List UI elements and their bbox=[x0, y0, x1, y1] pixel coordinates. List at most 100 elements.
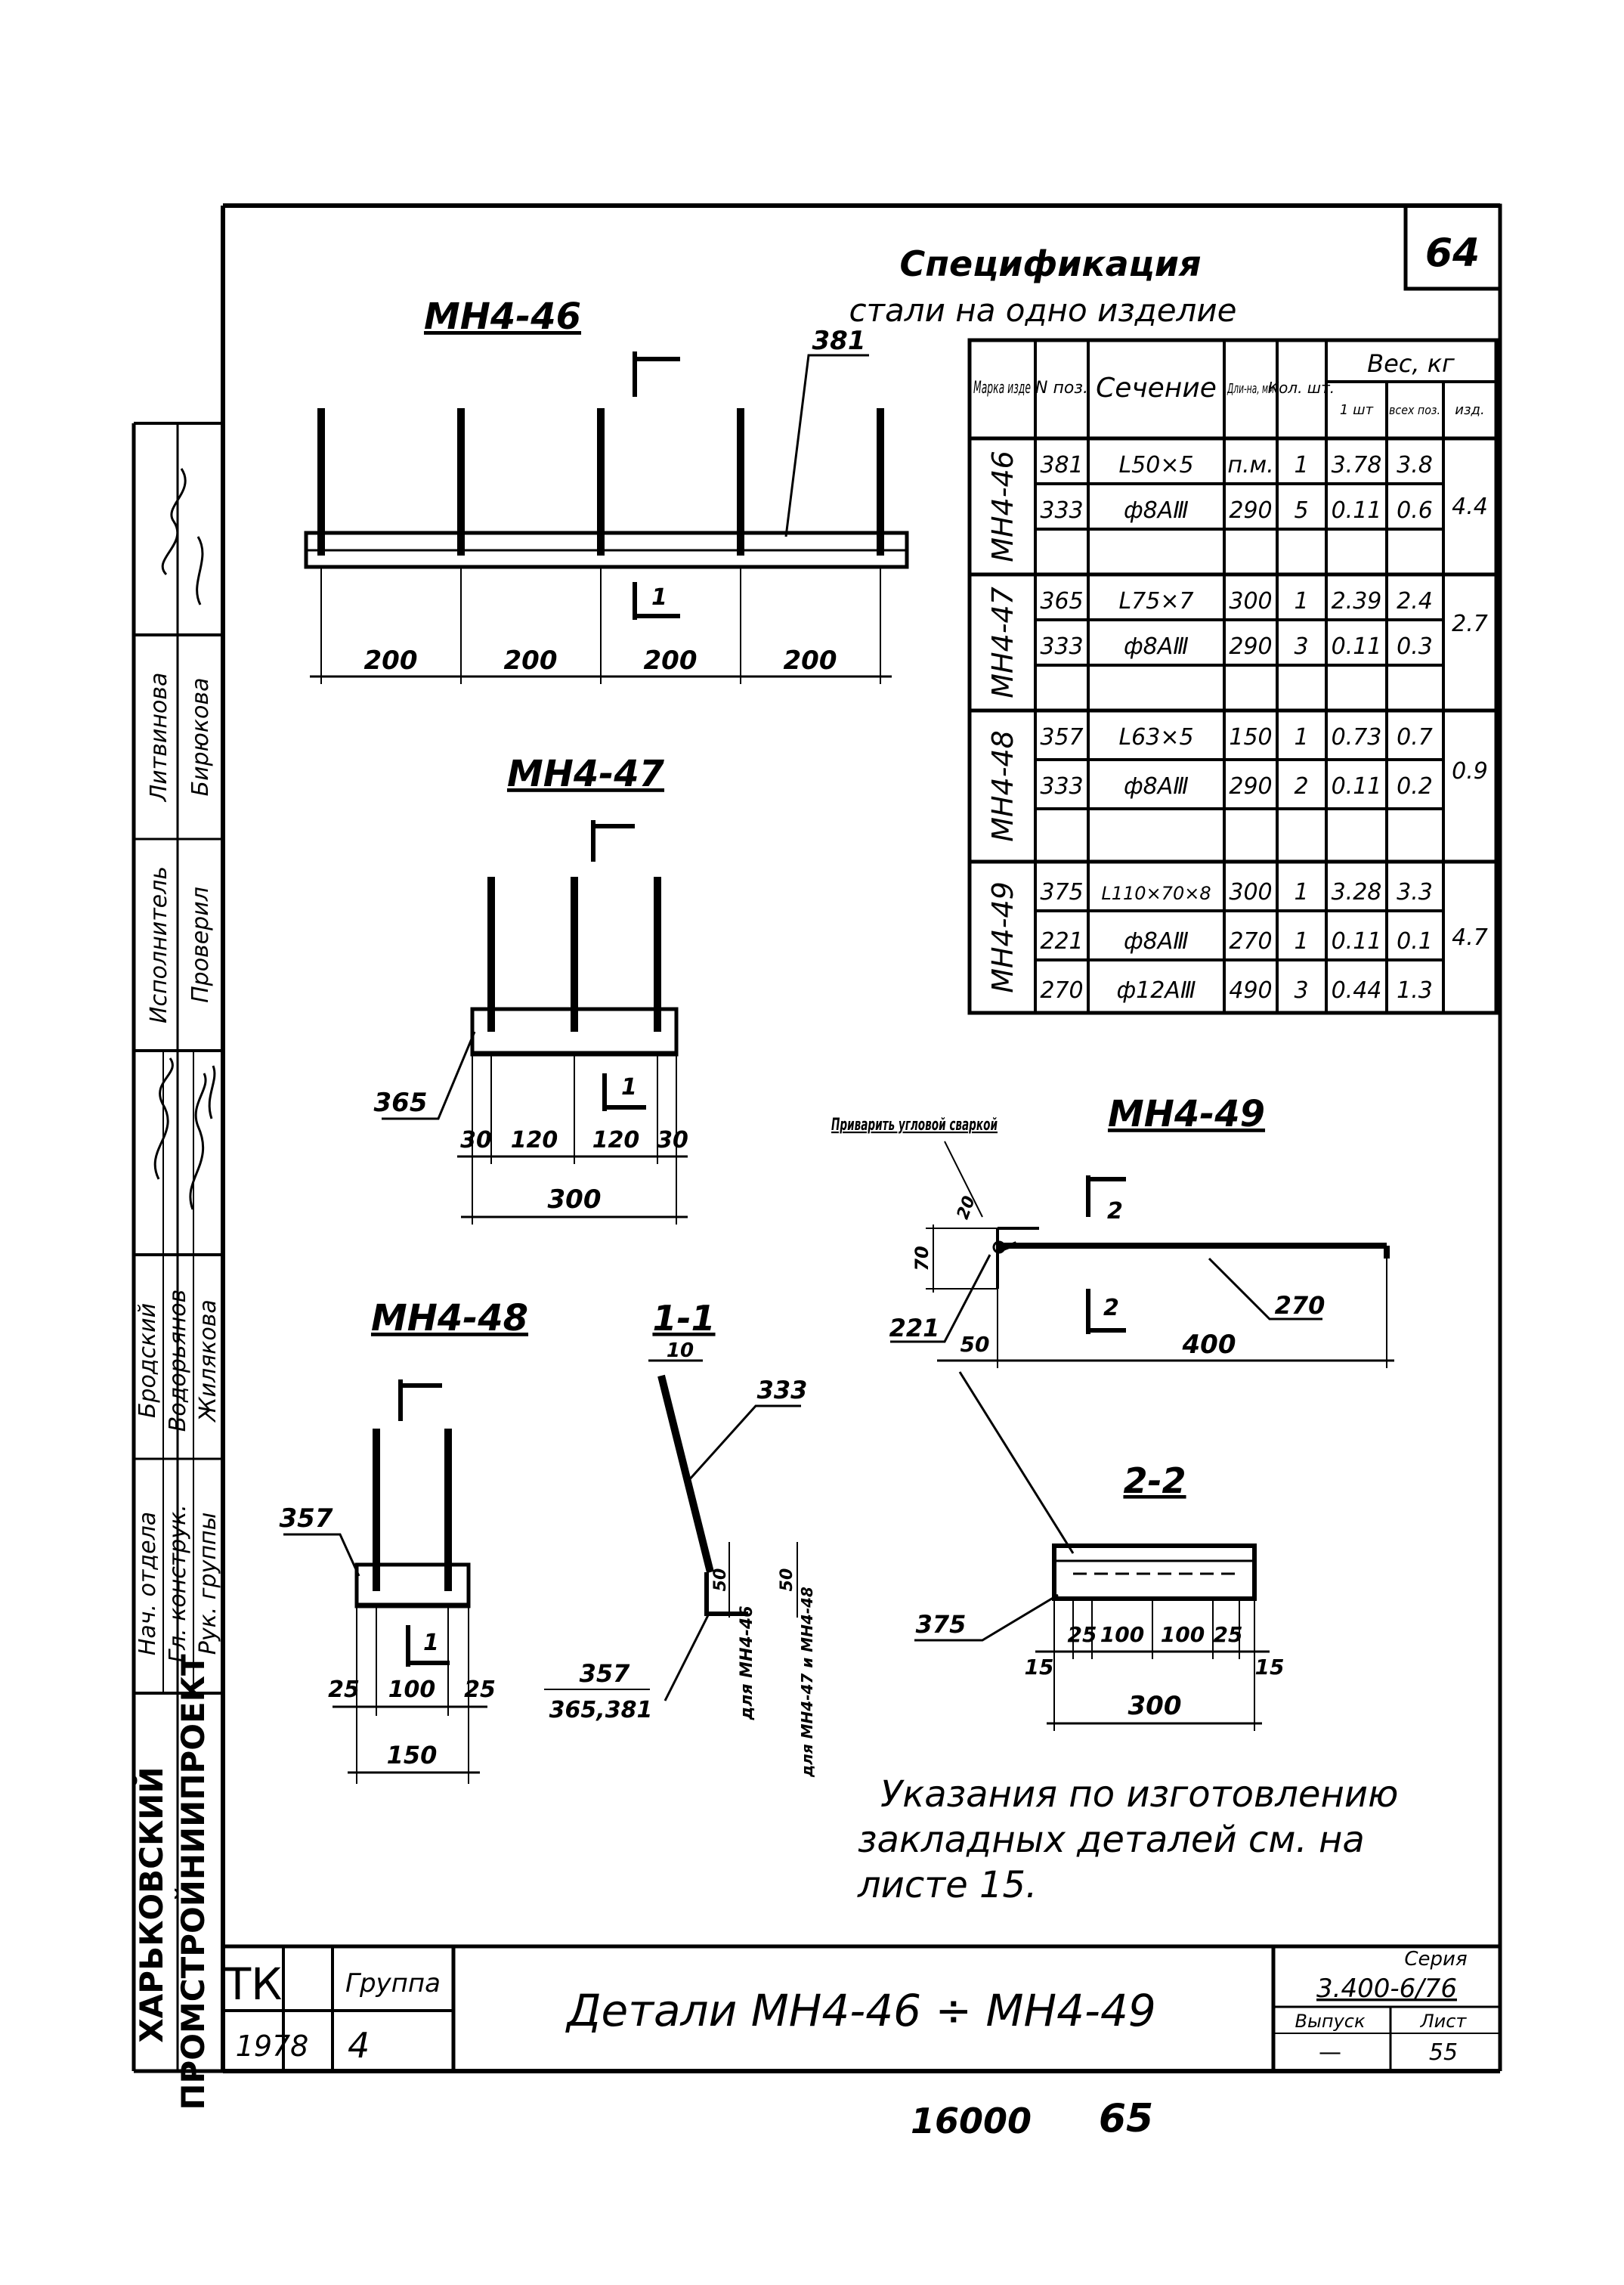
dim-50: 50 bbox=[960, 1332, 990, 1357]
hdr-w-unit: 1 шт bbox=[1340, 402, 1374, 418]
note-for-mn47-mn48: для МН4-47 и МН4-48 bbox=[798, 1587, 816, 1778]
pos-357: 357 bbox=[580, 1659, 631, 1688]
spec-cell: 0.11 bbox=[1332, 633, 1382, 660]
spec-cell: 333 bbox=[1040, 773, 1083, 800]
spec-cell: 2.4 bbox=[1397, 588, 1433, 615]
spec-mark-mn49: МН4-49 bbox=[986, 881, 1019, 993]
spec-cell: 490 bbox=[1229, 977, 1272, 1004]
drawing-mn4-46: МН4-46 381 1 200 200 200 200 bbox=[304, 296, 909, 684]
hdr-pos: N поз. bbox=[1035, 379, 1088, 398]
spec-cell: L50×5 bbox=[1118, 452, 1193, 478]
dim-200: 200 bbox=[784, 646, 837, 676]
tk-label: ТК bbox=[224, 1958, 283, 2010]
spec-title: Спецификация bbox=[899, 243, 1201, 284]
spec-cell: 365 bbox=[1040, 588, 1083, 615]
dim-200: 200 bbox=[364, 646, 418, 676]
signature-marks bbox=[153, 468, 216, 1210]
spec-cell: 0.2 bbox=[1397, 773, 1433, 800]
spec-cell: 150 bbox=[1229, 724, 1272, 751]
footer-page: 65 bbox=[1099, 2096, 1153, 2141]
spec-cell: 0.11 bbox=[1332, 773, 1382, 800]
spec-cell: 0.6 bbox=[1397, 497, 1433, 524]
spec-cell: ф8АⅢ bbox=[1124, 497, 1189, 524]
spec-cell: L75×7 bbox=[1118, 588, 1193, 615]
title-mn48: МН4-48 bbox=[371, 1297, 528, 1339]
spec-cell: ф8АⅢ bbox=[1124, 633, 1189, 660]
spec-mark-mn47: МН4-47 bbox=[986, 587, 1019, 698]
spec-mark-mn46: МН4-46 bbox=[986, 450, 1019, 562]
drawing-title: Детали МН4-46 ÷ МН4-49 bbox=[565, 1985, 1156, 2036]
dim-120: 120 bbox=[511, 1127, 558, 1153]
dim-120: 120 bbox=[592, 1127, 640, 1153]
title-section-1-1: 1-1 bbox=[652, 1298, 715, 1339]
dim-50: 50 bbox=[711, 1568, 730, 1592]
spec-cell: п.м. bbox=[1227, 452, 1273, 478]
name-head: Бродский bbox=[135, 1303, 161, 1418]
issue-value: — bbox=[1319, 2039, 1341, 2066]
dim-25: 25 bbox=[1214, 1622, 1243, 1647]
sheet-label: Лист bbox=[1420, 2011, 1468, 2032]
note-for-mn46: для МН4-46 bbox=[738, 1605, 756, 1720]
name-chief: Водорьянов bbox=[165, 1290, 191, 1432]
group-value: 4 bbox=[348, 2025, 370, 2066]
spec-cell: 300 bbox=[1229, 588, 1272, 615]
hdr-length: Дли-на, мм bbox=[1227, 381, 1274, 397]
spec-cell: 2 bbox=[1294, 773, 1308, 800]
spec-cell: ф8АⅢ bbox=[1124, 928, 1189, 955]
spec-cell: 300 bbox=[1229, 879, 1272, 906]
org-name-1: ХАРЬКОВСКИЙ bbox=[132, 1766, 170, 2042]
dim-100: 100 bbox=[1161, 1622, 1205, 1647]
pos-365-381: 365,381 bbox=[549, 1697, 653, 1723]
dim-100: 100 bbox=[388, 1677, 436, 1703]
spec-cell: 0.7 bbox=[1397, 724, 1433, 751]
dim-15: 15 bbox=[1255, 1655, 1285, 1680]
name-group: Жилякова bbox=[195, 1299, 221, 1423]
spec-cell: ф12АⅢ bbox=[1116, 977, 1196, 1004]
spec-cell: 3 bbox=[1294, 977, 1308, 1004]
title-mn47: МН4-47 bbox=[507, 753, 665, 795]
hdr-mark: Марка изде bbox=[973, 379, 1031, 398]
section-2-2: 2-2 15 25 100 100 25 15 300 375 bbox=[914, 1460, 1284, 1731]
spec-total-mn48: 0.9 bbox=[1452, 758, 1488, 785]
dim-300: 300 bbox=[548, 1184, 602, 1215]
spec-total-mn46: 4.4 bbox=[1452, 494, 1488, 520]
spec-cell: 3.8 bbox=[1397, 452, 1433, 478]
dim-300: 300 bbox=[1128, 1691, 1182, 1721]
spec-cell: 1 bbox=[1294, 452, 1308, 478]
series-label: Серия bbox=[1404, 1948, 1467, 1971]
dim-50: 50 bbox=[778, 1568, 797, 1592]
title-mn49: МН4-49 bbox=[1108, 1093, 1265, 1135]
spec-cell: 333 bbox=[1040, 497, 1083, 524]
spec-cell: L63×5 bbox=[1118, 724, 1193, 751]
group-label: Группа bbox=[345, 1968, 441, 1999]
drawing-mn4-49: МН4-49 Приварить угловой сваркой 2 270 2… bbox=[831, 1093, 1394, 1554]
footer-number: 16000 bbox=[911, 2101, 1032, 2141]
note-line-3: листе 15. bbox=[857, 1864, 1037, 1906]
page-number-box bbox=[1403, 203, 1502, 291]
section-1-1: 1-1 10 333 357 365,381 50 50 для МН4-46 … bbox=[544, 1298, 816, 1778]
spec-total-mn49: 4.7 bbox=[1452, 924, 1488, 951]
title-block: ТК 1978 Группа 4 Детали МН4-46 ÷ МН4-49 … bbox=[223, 1944, 1500, 2071]
spec-cell: 290 bbox=[1229, 773, 1272, 800]
pos-381: 381 bbox=[812, 326, 866, 356]
dim-30: 30 bbox=[460, 1127, 492, 1153]
hdr-weight: Вес, кг bbox=[1367, 349, 1455, 378]
name-executor: Литвинова bbox=[146, 673, 172, 803]
spec-cell: 0.11 bbox=[1332, 497, 1382, 524]
spec-mark-mn48: МН4-48 bbox=[986, 730, 1019, 842]
pos-365: 365 bbox=[374, 1088, 428, 1118]
pos-333: 333 bbox=[757, 1376, 808, 1404]
spec-cell: 270 bbox=[1040, 977, 1083, 1004]
pos-221: 221 bbox=[889, 1314, 940, 1342]
role-chief: Гл. конструк. bbox=[165, 1504, 191, 1662]
hdr-section: Сечение bbox=[1096, 373, 1217, 404]
year: 1978 bbox=[236, 2030, 309, 2063]
note-line-1: Указания по изготовлению bbox=[880, 1773, 1398, 1816]
spec-cell: 3.28 bbox=[1332, 879, 1382, 906]
sec-mark-1: 1 bbox=[651, 584, 667, 611]
spec-cell: 381 bbox=[1040, 452, 1083, 478]
spec-cell: 3.3 bbox=[1397, 879, 1433, 906]
spec-cell: 290 bbox=[1229, 497, 1272, 524]
pos-357: 357 bbox=[280, 1503, 333, 1534]
